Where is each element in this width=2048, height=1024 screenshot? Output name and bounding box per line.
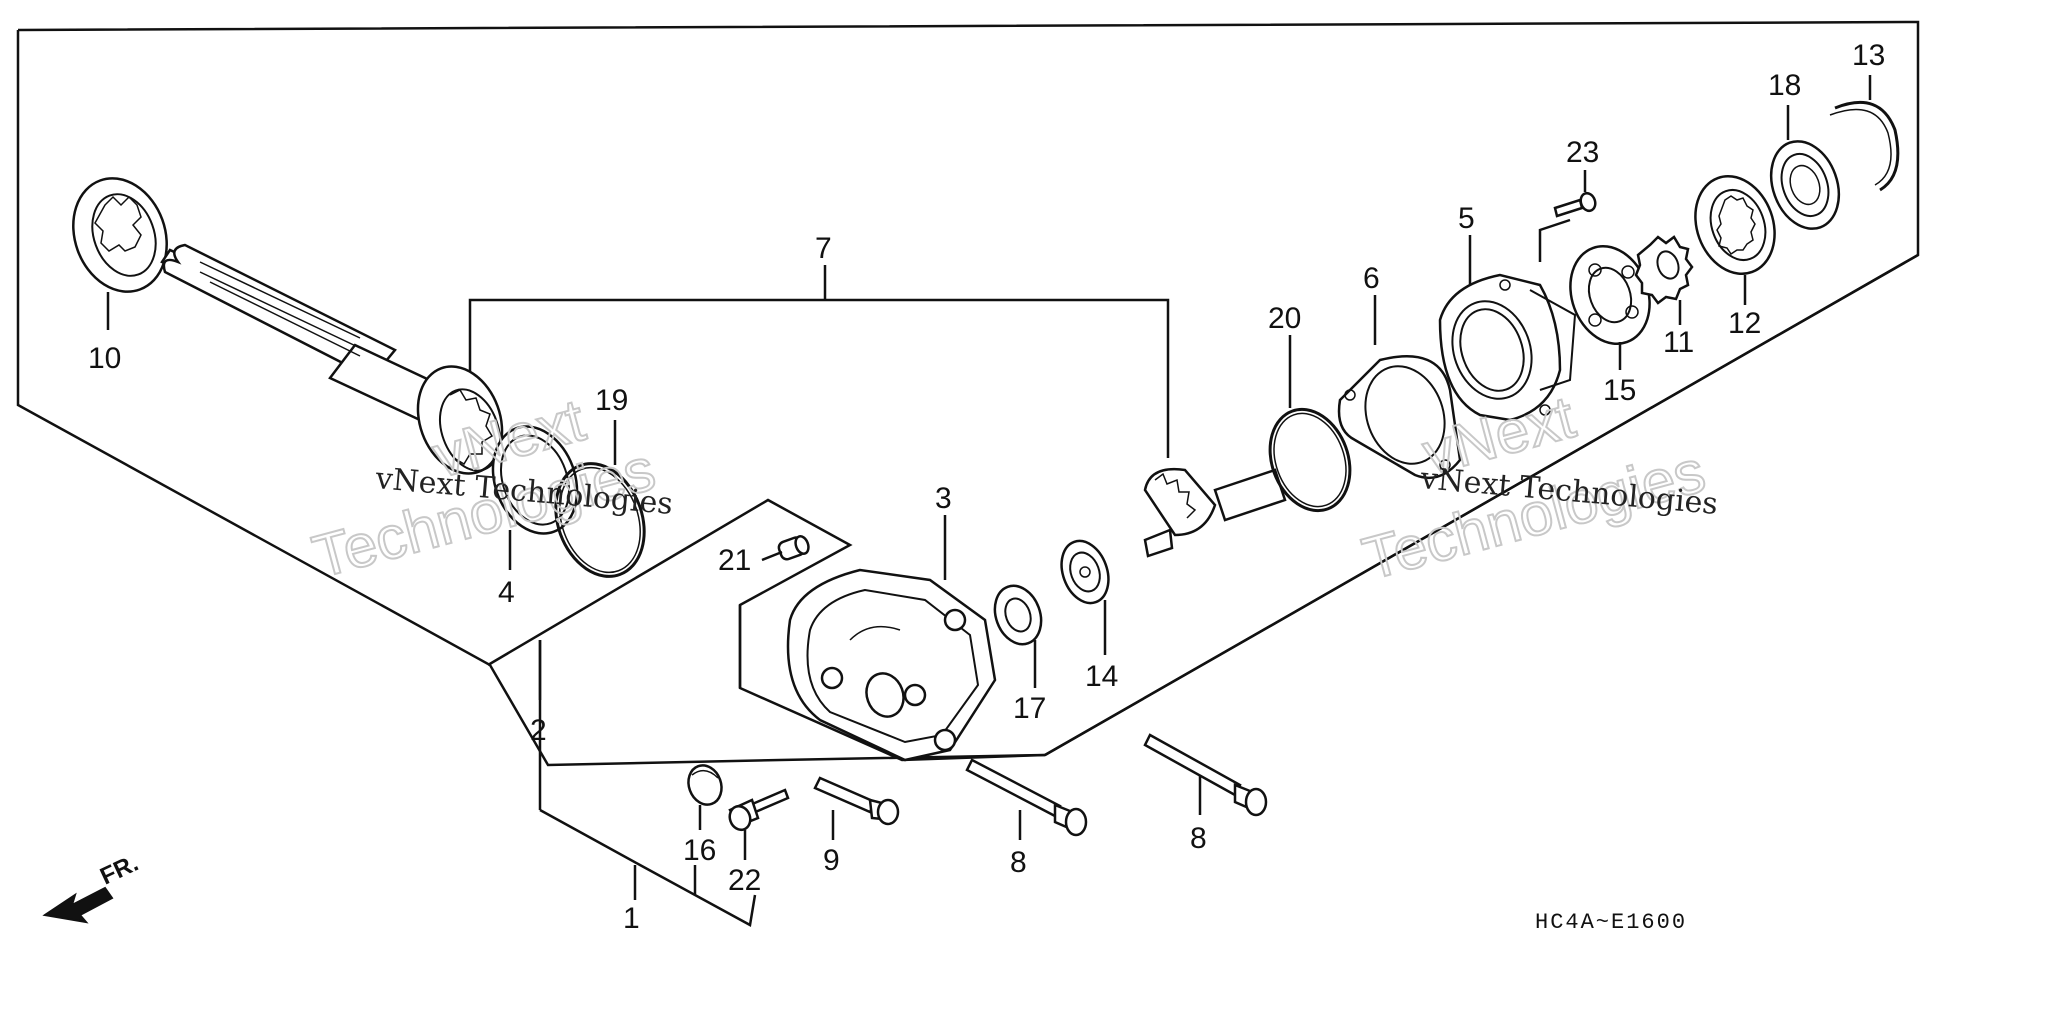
callout-13: 13 [1852, 39, 1885, 72]
bolt-8b [1143, 733, 1268, 817]
callout-10: 10 [88, 342, 121, 375]
front-direction-arrow: FR. [42, 850, 143, 924]
o-ring-19 [554, 462, 646, 578]
o-ring-20 [1268, 407, 1352, 513]
panel-edge [1044, 253, 1919, 757]
gasket-6 [1337, 355, 1462, 480]
bolt-9 [813, 776, 900, 826]
callout-8b: 8 [1190, 822, 1207, 855]
cap-16 [687, 764, 723, 806]
bolt-22 [728, 788, 790, 832]
callout-20: 20 [1268, 302, 1301, 335]
callout-18: 18 [1768, 69, 1801, 102]
bracket-7 [468, 298, 1170, 458]
bearing-14 [1060, 539, 1110, 605]
callout-11: 11 [1663, 326, 1694, 359]
callout-21: 21 [718, 544, 751, 577]
callout-5: 5 [1458, 202, 1475, 235]
callout-6: 6 [1363, 262, 1380, 295]
gear-case-3 [786, 568, 997, 762]
dowel-pin-21 [777, 535, 810, 561]
splined-ring-12 [1694, 175, 1776, 275]
callout-14: 14 [1085, 660, 1118, 693]
seal-ring-10 [72, 177, 168, 293]
callout-23: 23 [1566, 136, 1599, 169]
snap-ring-13 [1829, 100, 1900, 192]
callout-12: 12 [1728, 307, 1761, 340]
panel-outline [16, 20, 1920, 767]
callout-19: 19 [595, 384, 628, 417]
bearing-holder-5 [1438, 273, 1577, 422]
splined-shaft-7 [160, 243, 504, 475]
callout-15: 15 [1603, 374, 1636, 407]
bearing-17 [993, 584, 1043, 646]
bevel-gear-7 [1143, 467, 1287, 558]
bolt-8a [965, 758, 1088, 837]
callout-1: 1 [623, 902, 640, 935]
callout-8a: 8 [1010, 846, 1027, 879]
oil-seal-18 [1769, 140, 1841, 230]
bolt-23 [1553, 191, 1597, 218]
callout-22: 22 [728, 864, 761, 897]
callout-9: 9 [823, 844, 840, 877]
callout-17: 17 [1013, 692, 1046, 725]
callout-4: 4 [498, 576, 515, 609]
callout-16: 16 [683, 834, 716, 867]
callout-3: 3 [935, 482, 952, 515]
diagram-code: HC4A~E1600 [1535, 910, 1687, 935]
callout-7: 7 [815, 232, 832, 265]
direction-label: FR. [96, 850, 142, 891]
splined-collar-11 [1634, 235, 1694, 305]
callout-2: 2 [530, 714, 547, 747]
